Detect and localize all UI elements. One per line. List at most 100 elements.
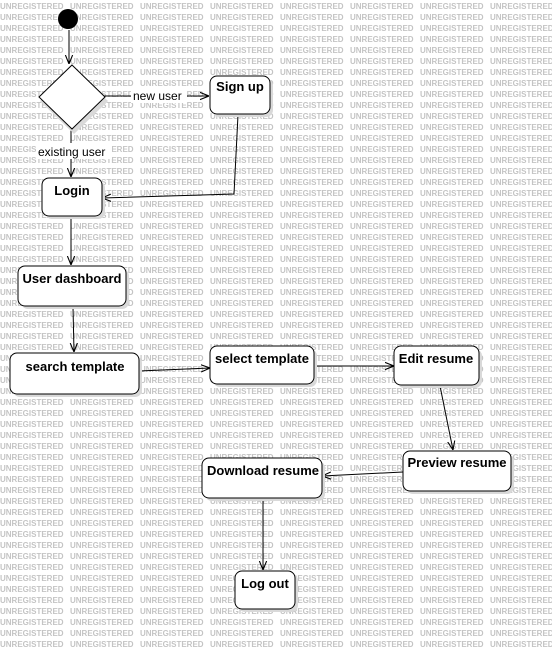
watermark-text: UNREGISTERED [350,277,414,286]
watermark-text: UNREGISTERED [210,431,274,440]
watermark-text: UNREGISTERED [140,618,204,627]
watermark-text: UNREGISTERED [140,200,204,209]
watermark-text: UNREGISTERED [490,46,552,55]
watermark-text: UNREGISTERED [490,629,552,638]
watermark-text: UNREGISTERED [210,640,274,649]
watermark-text: UNREGISTERED [140,222,204,231]
watermark-text: UNREGISTERED [350,299,414,308]
watermark-text: UNREGISTERED [490,178,552,187]
watermark-text: UNREGISTERED [280,123,344,132]
watermark-text: UNREGISTERED [140,563,204,572]
watermark-text: UNREGISTERED [70,233,134,242]
edge-preview-to-download [322,472,404,476]
watermark-text: UNREGISTERED [490,530,552,539]
watermark-text: UNREGISTERED [280,35,344,44]
watermark-text: UNREGISTERED [350,35,414,44]
watermark-text: UNREGISTERED [210,57,274,66]
watermark-text: UNREGISTERED [140,596,204,605]
watermark-text: UNREGISTERED [0,530,64,539]
watermark-text: UNREGISTERED [350,178,414,187]
watermark-text: UNREGISTERED [0,57,64,66]
watermark-text: UNREGISTERED [420,277,484,286]
watermark-text: UNREGISTERED [280,13,344,22]
watermark-text: UNREGISTERED [490,332,552,341]
login-node[interactable] [41,177,103,217]
select-template-node[interactable] [209,345,315,385]
watermark-text: UNREGISTERED [0,409,64,418]
watermark-text: UNREGISTERED [420,640,484,649]
watermark-text: UNREGISTERED [140,277,204,286]
download-resume-node[interactable] [201,457,323,499]
download-resume-label: Download resume [207,463,319,478]
watermark-text: UNREGISTERED [0,79,64,88]
watermark-text: UNREGISTERED [490,596,552,605]
watermark-text: UNREGISTERED [350,354,414,363]
search-template-node[interactable] [9,352,140,395]
watermark-text: UNREGISTERED [490,409,552,418]
watermark-text: UNREGISTERED [140,46,204,55]
watermark-text: UNREGISTERED [350,189,414,198]
watermark-text: UNREGISTERED [350,497,414,506]
log-out-node[interactable] [234,570,296,610]
watermark-text: UNREGISTERED [420,189,484,198]
watermark-text: UNREGISTERED [280,178,344,187]
watermark-text: UNREGISTERED [0,552,64,561]
watermark-text: UNREGISTERED [350,530,414,539]
watermark-text: UNREGISTERED [420,508,484,517]
watermark-text: UNREGISTERED [0,178,64,187]
watermark-text: UNREGISTERED [0,563,64,572]
watermark-text: UNREGISTERED [350,464,414,473]
watermark-text: UNREGISTERED [490,365,552,374]
watermark-text: UNREGISTERED [0,123,64,132]
watermark-text: UNREGISTERED [490,123,552,132]
watermark-text: UNREGISTERED [210,321,274,330]
watermark-text: UNREGISTERED [140,167,204,176]
decision-node [38,64,106,130]
watermark-text: UNREGISTERED [210,299,274,308]
watermark-text: UNREGISTERED [0,464,64,473]
watermark-text: UNREGISTERED [0,541,64,550]
watermark-text: UNREGISTERED [70,2,134,11]
watermark-text: UNREGISTERED [0,640,64,649]
watermark-text: UNREGISTERED [70,640,134,649]
existing-user-label-bg [36,143,112,159]
watermark-text: UNREGISTERED [280,134,344,143]
watermark-text: UNREGISTERED [140,486,204,495]
watermark-text: UNREGISTERED [210,13,274,22]
watermark-text: UNREGISTERED [490,189,552,198]
watermark-text: UNREGISTERED [280,508,344,517]
watermark-text: UNREGISTERED [420,574,484,583]
watermark-text: UNREGISTERED [420,541,484,550]
watermark-text: UNREGISTERED [70,596,134,605]
edit-resume-node[interactable] [393,345,480,386]
watermark-text: UNREGISTERED [350,563,414,572]
watermark-text: UNREGISTERED [280,420,344,429]
watermark-text: UNREGISTERED [0,420,64,429]
watermark-text: UNREGISTERED [0,310,64,319]
watermark-text: UNREGISTERED [210,310,274,319]
watermark-text: UNREGISTERED [0,486,64,495]
watermark-text: UNREGISTERED [350,409,414,418]
watermark-text: UNREGISTERED [70,79,134,88]
watermark-text: UNREGISTERED [70,398,134,407]
user-dashboard-node[interactable] [17,265,127,307]
watermark-text: UNREGISTERED [350,387,414,396]
watermark-text: UNREGISTERED [140,475,204,484]
watermark-text: UNREGISTERED [350,310,414,319]
watermark-text: UNREGISTERED [280,2,344,11]
watermark-text: UNREGISTERED [70,486,134,495]
sign-up-node[interactable] [209,75,271,115]
edge-label-existing-user: existing user [38,145,105,159]
watermark-text: UNREGISTERED [490,508,552,517]
watermark-text: UNREGISTERED [280,519,344,528]
watermark-text: UNREGISTERED [280,112,344,121]
watermark-text: UNREGISTERED [280,321,344,330]
watermark-text: UNREGISTERED [210,618,274,627]
watermark-text: UNREGISTERED [420,266,484,275]
watermark-text: UNREGISTERED [490,200,552,209]
watermark-text: UNREGISTERED [490,321,552,330]
watermark-text: UNREGISTERED [350,585,414,594]
watermark-text: UNREGISTERED [140,178,204,187]
watermark-text: UNREGISTERED [490,398,552,407]
preview-resume-node[interactable] [402,450,512,492]
